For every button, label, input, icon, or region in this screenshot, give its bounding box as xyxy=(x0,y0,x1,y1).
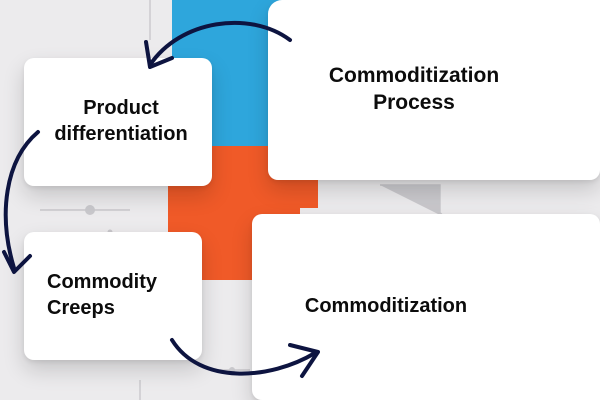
label-product-differentiation: Product differentiation xyxy=(54,97,188,145)
card-commoditization-process: Commoditization Process xyxy=(268,0,600,180)
card-product-differentiation: Product differentiation xyxy=(24,58,212,186)
card-commodity-creeps: Commodity Creeps xyxy=(24,232,202,360)
label-commoditization: Commoditization xyxy=(304,295,468,318)
label-commoditization-process: Commoditization Process xyxy=(328,64,500,114)
label-commodity-creeps: Commodity Creeps xyxy=(47,271,157,319)
card-commoditization: Commoditization xyxy=(252,214,600,400)
